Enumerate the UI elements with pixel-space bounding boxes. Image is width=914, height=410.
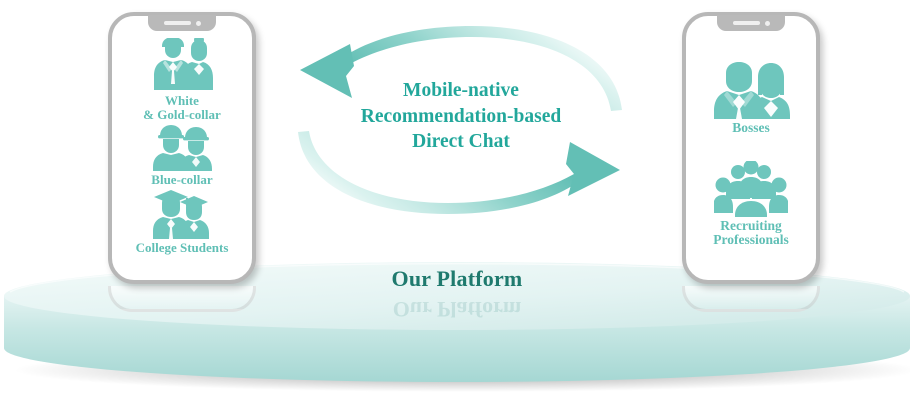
persona-blue-collar[interactable]: Blue-collar [112,123,252,187]
speaker-icon [163,21,191,25]
arrow-top-head [300,44,354,98]
center-message-line-3: Direct Chat [412,131,510,153]
two-graduates-icon [149,189,215,239]
center-message-line-1: Mobile-native [403,80,519,101]
arrow-bottom-path [298,131,578,214]
two-professionals-icon [151,35,213,92]
persona-college-students[interactable]: College Students [112,189,252,255]
right-phone[interactable]: Bosses [682,12,820,284]
phone-notch [148,15,216,31]
persona-label: Blue-collar [151,172,213,188]
left-phone-screen: White & Gold-collar [112,32,252,276]
camera-icon [764,20,770,26]
persona-label: College Students [135,239,229,255]
arrow-bottom-head [566,142,620,196]
persona-label: Bosses [732,119,770,135]
two-executives-icon [712,61,790,119]
cycle-arrows [286,14,634,226]
center-message-line-2: Recommendation-based [360,105,562,127]
left-phone[interactable]: White & Gold-collar [108,12,256,284]
persona-recruiting-professionals[interactable]: Recruiting Professionals [686,159,816,248]
persona-bosses[interactable]: Bosses [686,61,816,135]
platform-title: Our Platform [391,266,523,291]
persona-label: White & Gold-collar [143,93,221,122]
two-hardhat-workers-icon [152,123,212,172]
persona-label: Recruiting Professionals [713,217,789,248]
camera-icon [195,20,201,26]
center-message: Mobile-native Recommendation-based Direc… [330,78,592,155]
persona-white-gold-collar[interactable]: White & Gold-collar [112,35,252,122]
people-group-icon [713,159,789,217]
right-phone-screen: Bosses [686,32,816,276]
arrow-top-path [342,26,622,111]
speaker-icon [732,21,760,25]
phone-notch [717,15,785,31]
